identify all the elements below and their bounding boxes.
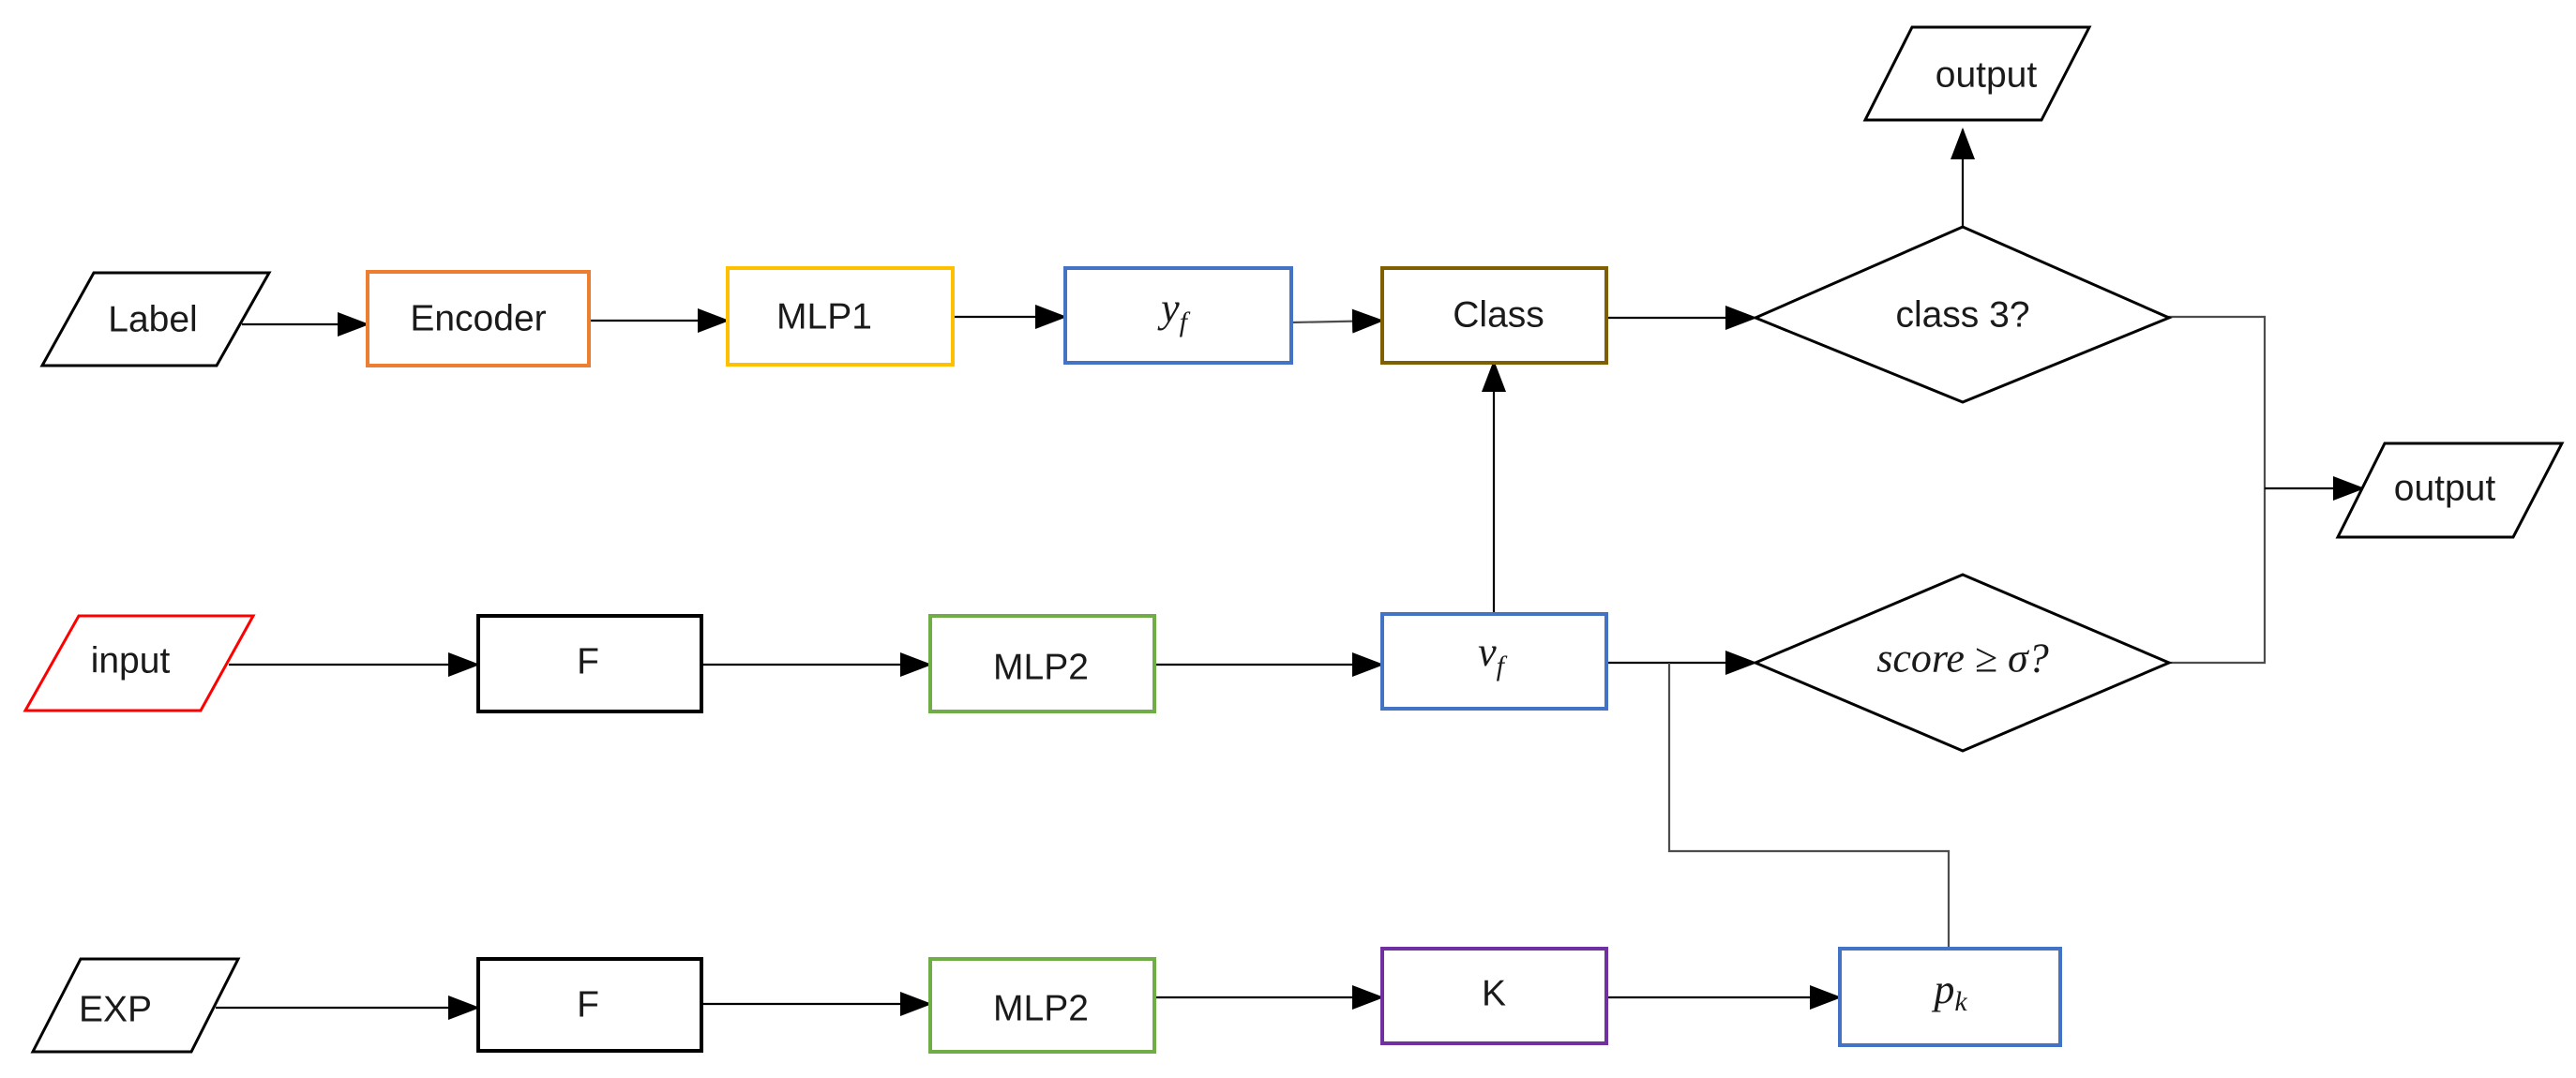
input-parallelogram [23, 614, 256, 712]
f-middle-box [476, 614, 703, 713]
label-parallelogram [39, 271, 272, 367]
encoder-text: Encoder [410, 299, 546, 339]
score-diamond [1752, 573, 2173, 753]
node-vf: vf [1380, 612, 1608, 711]
node-label: Label [39, 271, 272, 367]
node-f-middle: F [476, 614, 703, 713]
input-text: input [91, 641, 171, 681]
mlp1-text: MLP1 [776, 297, 872, 337]
pk-text: pk [1931, 966, 1967, 1017]
pk-box [1838, 947, 2062, 1047]
connectors [216, 127, 2365, 1020]
node-pk: pk [1838, 947, 2062, 1047]
f-bottom-text: F [577, 985, 599, 1026]
k-box [1380, 947, 1608, 1045]
node-mlp2-middle: MLP2 [928, 614, 1156, 713]
node-class: Class [1380, 266, 1608, 365]
mlp2-bottom-box [928, 957, 1156, 1054]
vf-box [1380, 612, 1608, 711]
node-mlp2-bottom: MLP2 [928, 957, 1156, 1054]
class3-diamond [1752, 225, 2173, 404]
node-mlp1: MLP1 [726, 266, 955, 367]
node-yf: yf [1063, 266, 1293, 365]
arrow-yf-to-class [1290, 308, 1384, 334]
node-exp: EXP [30, 957, 241, 1054]
node-k: K [1380, 947, 1608, 1045]
encoder-box [366, 270, 591, 367]
connector-vf-to-pk [1667, 663, 1951, 948]
mlp2-middle-box [928, 614, 1156, 713]
output-top-text: output [1936, 55, 2038, 96]
node-class3-decision: class 3? [1752, 225, 2173, 404]
node-score-decision: score ≥ σ? [1752, 573, 2173, 753]
class3-text: class 3? [1895, 295, 2029, 336]
k-text: K [1482, 974, 1506, 1014]
exp-parallelogram [30, 957, 241, 1054]
node-output-right: output [2335, 442, 2565, 539]
mlp1-box [726, 266, 955, 367]
pk-main: p [1931, 966, 1954, 1012]
vf-main: v [1478, 629, 1497, 675]
f-middle-text: F [577, 642, 599, 682]
output-top-parallelogram [1862, 25, 2092, 122]
mlp2-middle-text: MLP2 [993, 648, 1089, 688]
yf-main: y [1157, 285, 1180, 331]
node-encoder: Encoder [366, 270, 591, 367]
connector-score-to-merge [2166, 488, 2267, 665]
node-f-bottom: F [476, 957, 703, 1053]
yf-box [1063, 266, 1293, 365]
node-input: input [23, 614, 256, 712]
class-text: Class [1453, 295, 1544, 336]
f-bottom-box [476, 957, 703, 1053]
output-right-text: output [2394, 469, 2496, 509]
exp-text: EXP [79, 990, 152, 1030]
output-right-parallelogram [2335, 442, 2565, 539]
class-box [1380, 266, 1608, 365]
pk-subscript: k [1954, 986, 1967, 1017]
mlp2-bottom-text: MLP2 [993, 989, 1089, 1029]
score-text: score ≥ σ? [1876, 636, 2049, 681]
node-output-top: output [1862, 25, 2092, 122]
connector-class3-to-merge [2166, 315, 2267, 488]
label-text: Label [108, 300, 197, 340]
